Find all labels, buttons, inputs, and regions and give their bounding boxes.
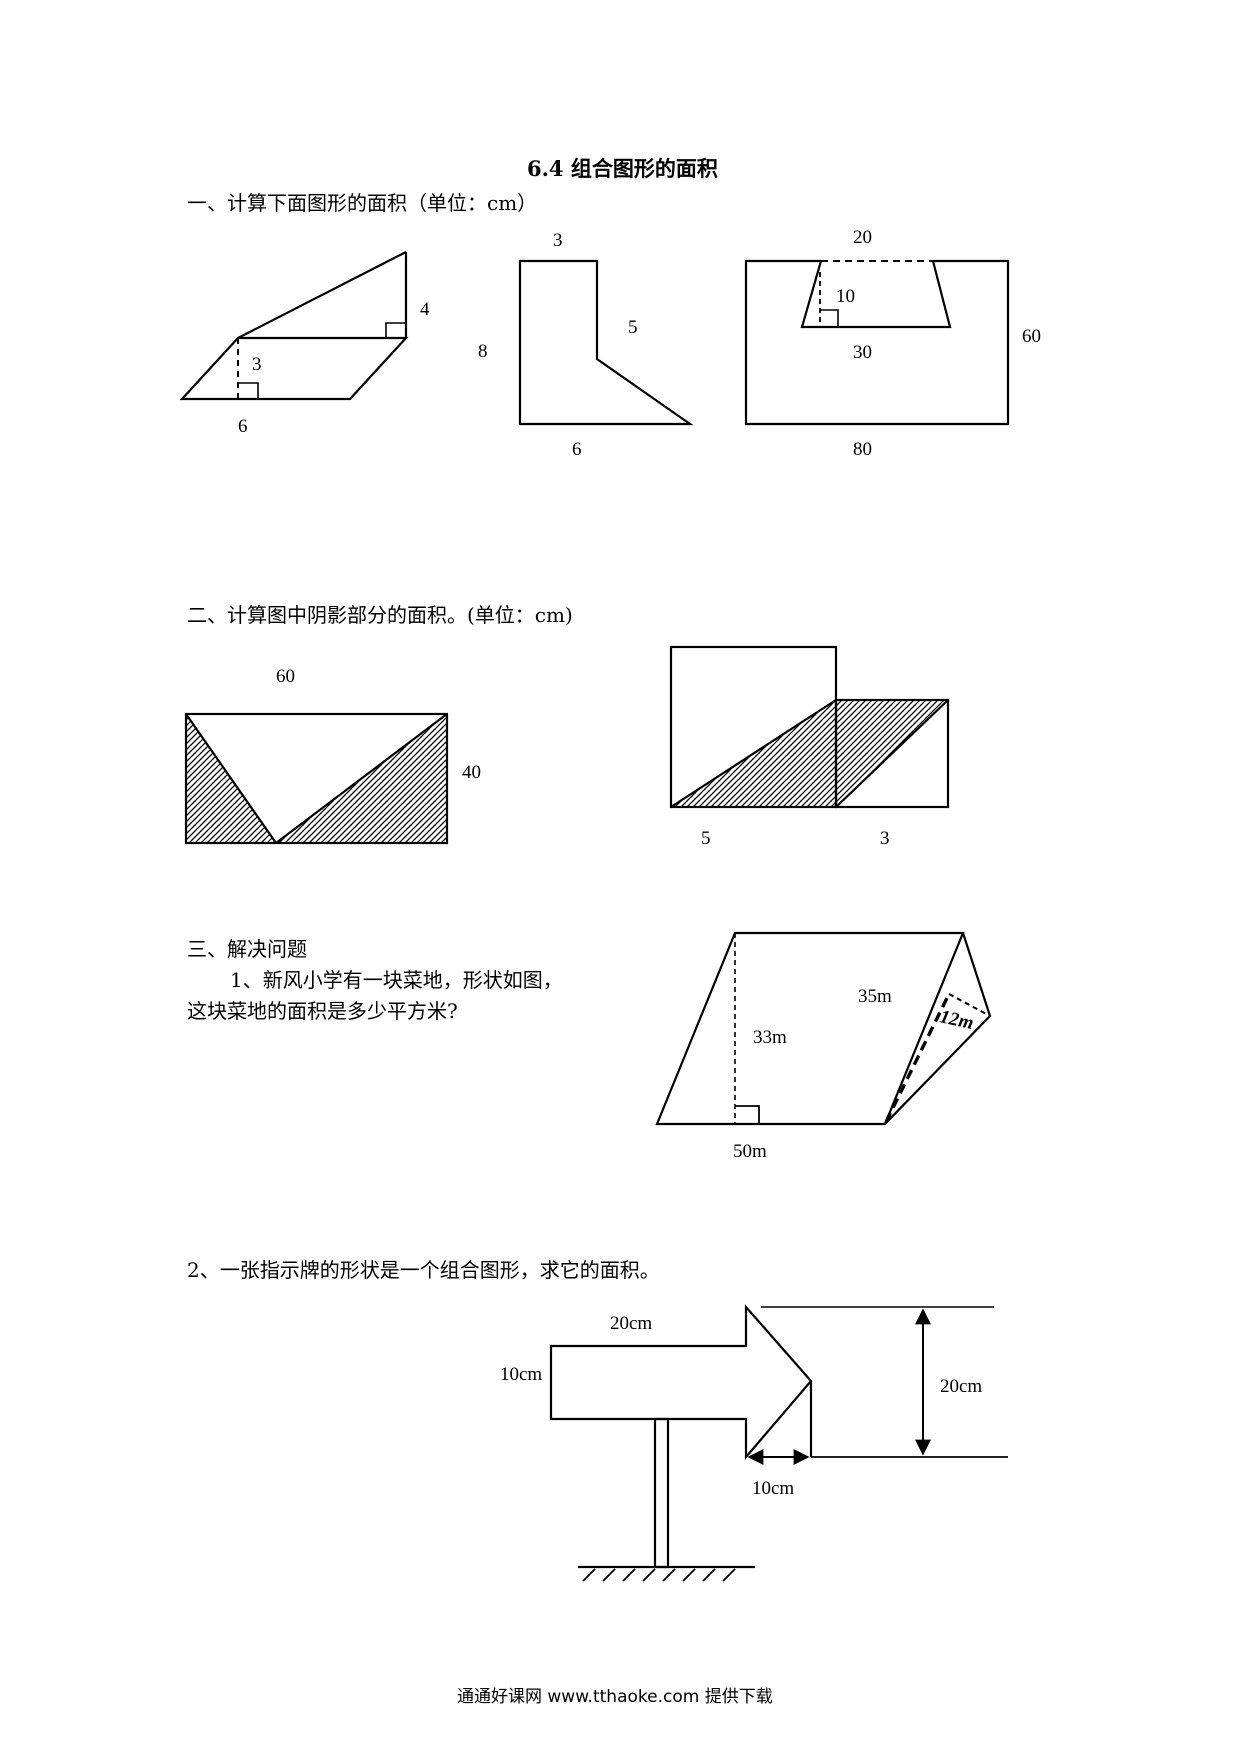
question1-line1: 1、新风小学有一块菜地，形状如图， [230, 968, 563, 992]
q2-label-right: 20cm [940, 1376, 982, 1397]
fig3-label-top: 20 [853, 227, 872, 248]
figure-parallelogram-triangle [179, 251, 409, 401]
figA-label-top: 60 [276, 666, 295, 687]
section2-heading: 二、计算图中阴影部分的面积。(单位：cm) [187, 603, 573, 627]
figA-label-right: 40 [462, 762, 481, 783]
page-footer: 通通好课网 www.tthaoke.com 提供下载 [457, 1687, 773, 1707]
fig1-label-height-right: 4 [420, 299, 430, 320]
figB-label-right-base: 3 [880, 828, 890, 849]
fig1-label-base: 6 [238, 416, 248, 437]
section3-heading: 三、解决问题 [187, 937, 307, 961]
q1-label-slant: 35m [858, 986, 892, 1007]
figure-shaded-rectangle [184, 712, 449, 845]
figure-sign-arrow [549, 1304, 1008, 1582]
question1-line2: 这块菜地的面积是多少平方米? [187, 999, 458, 1023]
fig2-label-top: 3 [553, 230, 563, 251]
q1-label-base: 50m [733, 1141, 767, 1162]
q2-label-left: 10cm [500, 1364, 542, 1385]
figure-two-squares [669, 645, 950, 809]
section1-heading: 一、计算下面图形的面积（单位：cm） [187, 191, 538, 215]
q1-label-height: 33m [753, 1027, 787, 1048]
fig3-label-right: 60 [1022, 326, 1041, 347]
fig3-label-inner-bottom: 30 [853, 342, 872, 363]
figure-vegetable-field [655, 931, 992, 1126]
q2-label-bottom: 10cm [752, 1478, 794, 1499]
page-title: 6.4 组合图形的面积 [527, 156, 718, 181]
fig2-label-bottom: 6 [572, 439, 582, 460]
fig2-label-right: 5 [628, 317, 638, 338]
fig3-label-inner-height: 10 [836, 286, 855, 307]
figure-rectangle-trapezoid [744, 259, 1010, 426]
question2-text: 2、一张指示牌的形状是一个组合图形，求它的面积。 [187, 1258, 660, 1282]
fig2-label-left: 8 [478, 341, 488, 362]
fig1-label-height-inner: 3 [252, 354, 262, 375]
q1-label-tri-height: 12m [938, 1006, 975, 1034]
figure-l-shape [518, 259, 694, 426]
fig3-label-bottom: 80 [853, 439, 872, 460]
q2-label-top: 20cm [610, 1313, 652, 1334]
figB-label-left-base: 5 [701, 828, 711, 849]
